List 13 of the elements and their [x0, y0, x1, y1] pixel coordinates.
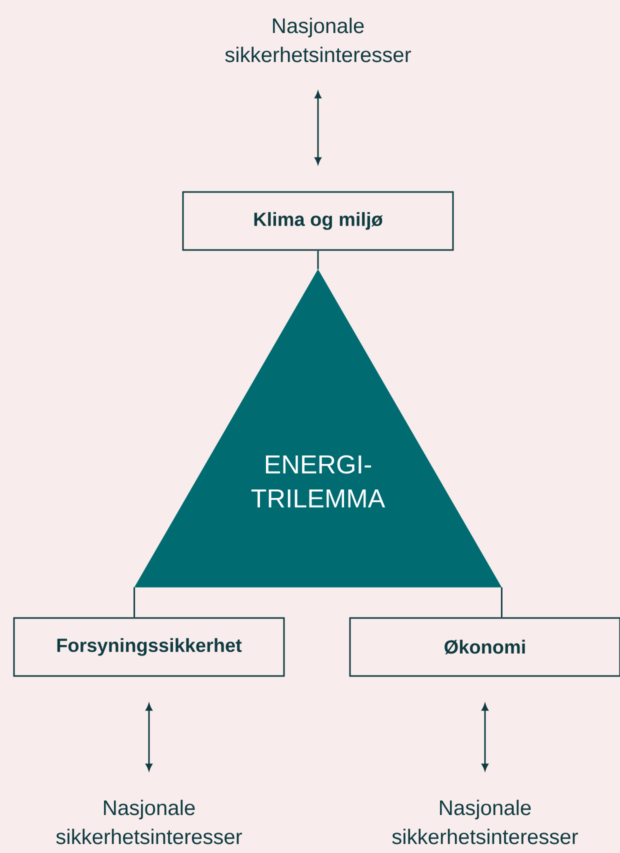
text-label: Nasjonale sikkerhetsinteresser — [225, 18, 411, 62]
text-box: Økonomi — [349, 617, 620, 677]
text-label: Nasjonale sikkerhetsinteresser — [392, 800, 578, 844]
double-arrow — [314, 91, 322, 164]
connector-line — [134, 587, 136, 618]
connector-line — [500, 587, 502, 618]
text-box: Klima og miljø — [182, 191, 454, 251]
text-label: Nasjonale sikkerhetsinteresser — [56, 800, 242, 844]
double-arrow — [146, 704, 152, 771]
text-box: Forsyningssikkerhet — [13, 617, 285, 677]
triangle: ENERGI- TRILEMMA — [134, 269, 502, 588]
double-arrow — [482, 704, 488, 771]
connector-line — [317, 250, 319, 270]
